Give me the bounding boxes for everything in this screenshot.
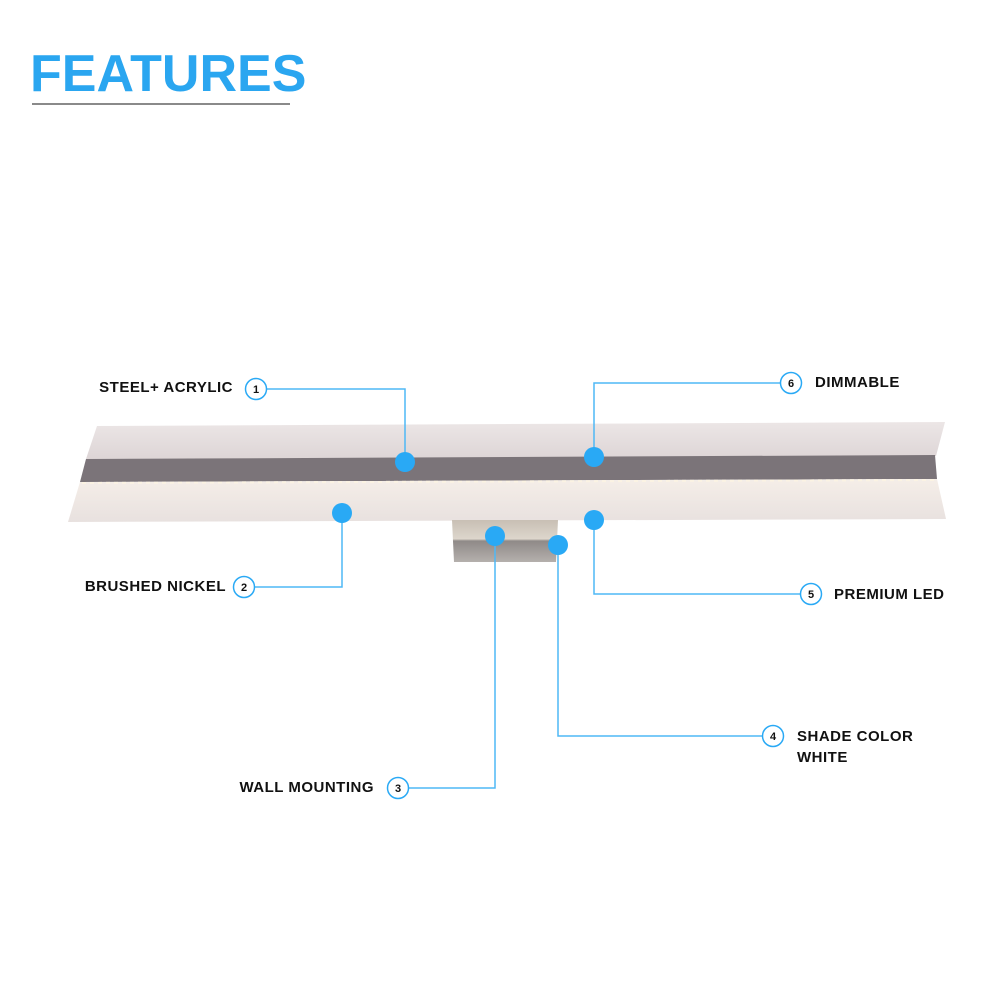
upper-acrylic-shade — [86, 422, 945, 459]
feature-label-dimmable: DIMMABLE — [815, 374, 900, 391]
badge-4 — [761, 724, 785, 748]
callout-dots — [332, 447, 604, 555]
badge-number-2: 2 — [241, 582, 247, 594]
callout-dot-2 — [332, 503, 352, 523]
feature-label-shade-color: SHADE COLOR WHITE — [797, 726, 913, 768]
badge-number-5: 5 — [808, 589, 814, 601]
shade-color-line1: SHADE COLOR — [797, 728, 914, 745]
callout-dot-3 — [485, 526, 505, 546]
badge-number-3: 3 — [395, 783, 401, 795]
number-badges — [232, 371, 823, 800]
badge-number-4: 4 — [770, 731, 777, 743]
feature-label-premium-led: PREMIUM LED — [834, 586, 945, 603]
badge-number-6: 6 — [788, 378, 794, 390]
badge-2 — [232, 575, 256, 599]
shade-color-line2: WHITE — [797, 749, 848, 766]
callout-dot-6 — [584, 447, 604, 467]
badge-1 — [244, 377, 268, 401]
callout-dot-4 — [548, 535, 568, 555]
wall-mount-box — [452, 520, 558, 562]
badge-number-1: 1 — [253, 384, 259, 396]
badge-6 — [779, 371, 803, 395]
callout-dot-5 — [584, 510, 604, 530]
title-underline — [32, 103, 290, 105]
badge-5 — [799, 582, 823, 606]
lamp-fixture — [68, 422, 946, 562]
feature-label-wall-mounting: WALL MOUNTING — [239, 779, 374, 796]
feature-label-brushed-nickel: BRUSHED NICKEL — [84, 578, 226, 595]
callout-dot-1 — [395, 452, 415, 472]
feature-label-steel-acrylic: STEEL+ ACRYLIC — [99, 379, 233, 396]
page-title: FEATURES — [30, 45, 307, 103]
lower-acrylic-shade — [68, 479, 946, 522]
callout-lines — [254, 382, 800, 789]
badge-3 — [386, 776, 410, 800]
nickel-strip — [80, 455, 937, 482]
